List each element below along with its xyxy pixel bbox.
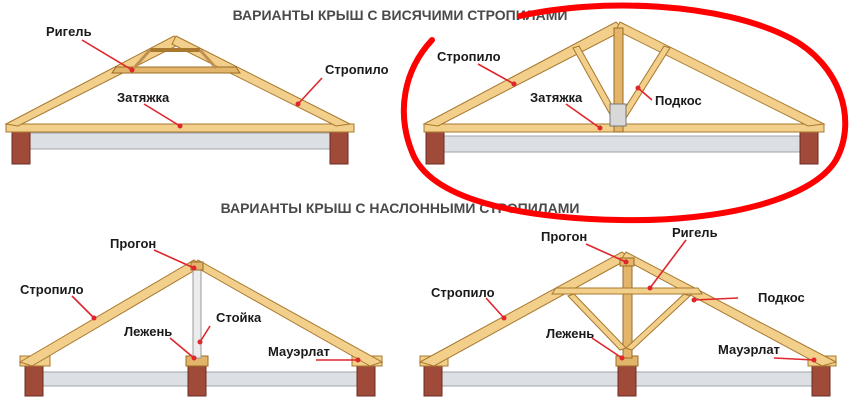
- collar-beam: [111, 66, 241, 74]
- label-zatyazhka: Затяжка: [530, 90, 583, 105]
- label-mauerlat: Мауэрлат: [268, 344, 330, 359]
- wall-right: [329, 127, 349, 165]
- rafter-right: [621, 251, 838, 367]
- label-lezhen: Лежень: [124, 324, 172, 339]
- ceiling-slab: [19, 132, 333, 150]
- label-zatyazhka: Затяжка: [117, 90, 170, 105]
- label-lezhen: Лежень: [546, 326, 594, 341]
- label-stropilo: Стропило: [431, 285, 495, 300]
- steel-clamp: [609, 103, 627, 127]
- wall-middle: [187, 365, 207, 397]
- wall-left: [11, 127, 31, 165]
- tie-beam: [423, 123, 825, 133]
- brace-left: [132, 49, 152, 69]
- label-stropilo: Стропило: [437, 49, 501, 64]
- label-progon: Прогон: [110, 236, 156, 251]
- label-stropilo: Стропило: [325, 62, 389, 77]
- diagram-hanging-2: [422, 21, 826, 165]
- diagram-layered-1: [18, 259, 384, 397]
- diagram-hanging-1: [4, 35, 355, 165]
- rafter-left: [418, 251, 631, 367]
- label-progon: Прогон: [541, 229, 587, 244]
- title-hanging-rafters: ВАРИАНТЫ КРЫШ С ВИСЯЧИМИ СТРОПИЛАМИ: [233, 7, 568, 23]
- rafter-right: [171, 35, 352, 127]
- label-rigel: Ригель: [46, 24, 92, 39]
- label-rigel: Ригель: [672, 225, 718, 240]
- king-post: [613, 27, 624, 133]
- label-podkos: Подкос: [655, 93, 702, 108]
- rafter-left: [18, 259, 203, 367]
- label-mauerlat: Мауэрлат: [718, 342, 780, 357]
- brace-right: [625, 293, 691, 351]
- brace-right: [198, 49, 218, 69]
- diagram-layered-2: [418, 251, 838, 397]
- wall-left: [425, 129, 445, 165]
- collar-beam: [551, 287, 703, 295]
- label-stoyka: Стойка: [216, 310, 262, 325]
- leader-lines: [71, 39, 817, 363]
- post: [192, 267, 202, 359]
- ceiling-slab: [437, 135, 819, 153]
- wall-right: [799, 129, 819, 165]
- label-stropilo: Стропило: [20, 282, 84, 297]
- wall-middle: [617, 365, 637, 397]
- label-podkos: Подкос: [758, 290, 805, 305]
- highlight-circle: [400, 2, 849, 224]
